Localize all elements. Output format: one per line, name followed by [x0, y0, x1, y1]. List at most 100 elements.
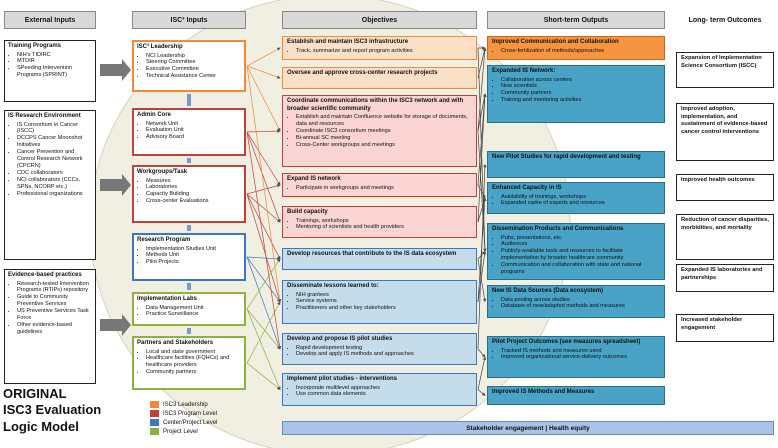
isc3-input-box-item: Local and state government — [146, 349, 241, 356]
output-box-title: Dissemination Products and Communication… — [492, 226, 624, 232]
objective-box-title: Oversee and approve cross-center researc… — [287, 70, 438, 76]
connector-arrow — [477, 93, 487, 132]
output-box-item: Expanded cadre of experts and resources — [501, 200, 660, 207]
objective-box-item: Cross-Center workgroups and meetings — [296, 142, 472, 149]
isc3-input-box-title: Admin Core — [137, 112, 172, 118]
objective-box-item: Develop and apply IS methods and approac… — [296, 351, 472, 358]
isc3-input-box: Workgroups/TaskMeasuresLaboratoriesCapac… — [132, 165, 246, 223]
caption-line-1: ORIGINAL — [3, 386, 67, 401]
external-input-box-list: Research-tested Intervention Programs (R… — [8, 281, 92, 337]
output-box-item: Collaboration across centers — [501, 77, 660, 84]
legend-label: Project Level — [163, 428, 198, 435]
output-box-item: Pubs, presentations, etc. — [501, 235, 660, 242]
external-input-box-item: Cancer Prevention and Control Research N… — [17, 149, 92, 170]
objective-box: Implement pilot studies - interventionsI… — [282, 373, 477, 406]
connector-arrow — [246, 256, 281, 303]
isc3-input-box: ISC³ LeadershipNCI LeadershipSteering Co… — [132, 40, 246, 92]
output-box-item: Improved organizational service-delivery… — [501, 354, 660, 361]
objective-box-item: Incorporate multilevel approaches — [296, 385, 472, 392]
legend-label: ISC3 Leadership — [163, 401, 208, 408]
legend-row: ISC3 Program Level — [150, 410, 270, 417]
objective-box-item: Coordinate ISC3 consortium meetings — [296, 128, 472, 135]
output-box-title: Expanded IS Network: — [492, 68, 556, 74]
connector-arrow — [246, 131, 282, 350]
output-box-item: Data pooling across studies — [501, 297, 660, 304]
connector-arrow — [246, 193, 281, 260]
output-box: Improved Communication and Collaboration… — [487, 36, 665, 60]
external-input-box: Training ProgramsNIH’s TIDIRCMTDIRSPeedi… — [4, 40, 96, 102]
connector-arrow — [246, 256, 281, 350]
isc3-input-box-title: Implementation Labs — [137, 296, 198, 302]
objective-box: Establish and maintain ISC3 infrastructu… — [282, 36, 477, 60]
external-input-box-title: Training Programs — [8, 43, 62, 49]
legend-label: Center/Project Level — [163, 419, 218, 426]
connector-arrow — [246, 131, 281, 186]
external-input-box-title: Evidence-based practices — [8, 272, 82, 278]
external-input-box-title: IS Research Environment — [8, 113, 81, 119]
isc3-input-box-list: Implementation Studies UnitMethods UnitP… — [137, 246, 241, 267]
external-input-box-item: Other evidence-based guidelines — [17, 322, 92, 336]
external-input-box-item: NIH’s TIDIRC — [17, 52, 92, 59]
isc3-input-box-title: Workgroups/Task — [137, 169, 188, 175]
connector-arrow — [477, 250, 486, 260]
connector-arrow — [246, 193, 281, 303]
connector-arrow — [246, 308, 281, 391]
outcome-box: Reduction of cancer disparities, morbidi… — [676, 214, 774, 260]
legend-row: Center/Project Level — [150, 419, 270, 426]
external-input-box-item: IS Consortium in Cancer (ISCC) — [17, 122, 92, 136]
legend-swatch — [150, 428, 159, 435]
output-box-list: Data pooling across studiesDatabase of n… — [492, 297, 660, 311]
objective-box-list: NIH granteesService systemsPractitioners… — [287, 292, 472, 313]
isc3-input-box-item: Methods Unit — [146, 252, 241, 259]
vertical-connector — [187, 94, 191, 106]
output-box-item: Availability of trainings, workshops — [501, 194, 660, 201]
objective-box-list: Track, summarize and report program acti… — [287, 48, 472, 55]
output-box-list: Tracked IS methods and measures usedImpr… — [492, 348, 660, 362]
output-box-title: New Pilot Studies for rapid development … — [492, 154, 641, 160]
output-box: New IS Data Sources (Data ecosystem) Data… — [487, 285, 665, 318]
connector-arrow — [477, 348, 486, 358]
objective-box-list: Trainings, workshopsMentoring of scienti… — [287, 218, 472, 232]
external-input-box-item: Guide to Community Preventive Services — [17, 294, 92, 308]
caption-line-3: Logic Model — [3, 418, 79, 434]
isc3-input-box: Implementation LabsData Management UnitP… — [132, 292, 246, 326]
output-box-item: Audiences — [501, 241, 660, 248]
connector-arrow — [246, 129, 281, 133]
output-box-list: Collaboration across centersNew scientis… — [492, 77, 660, 105]
output-box-list: Pubs, presentations, etc.AudiencesPublic… — [492, 235, 660, 277]
connector-arrow — [477, 47, 487, 253]
caption-line-2: ISC3 Evaluation — [3, 402, 102, 418]
legend-row: ISC3 Leadership — [150, 401, 270, 408]
output-box: Dissemination Products and Communication… — [487, 223, 665, 280]
external-input-box-list: NIH’s TIDIRCMTDIRSPeeding Intervention P… — [8, 52, 92, 80]
objective-box-title: Disseminate lessons learned to: — [287, 283, 379, 289]
objective-box-list: Rapid development testingDevelop and app… — [287, 345, 472, 359]
objective-box-title: Develop resources that contribute to the… — [287, 251, 457, 257]
header-isc3-inputs: ISC³ Inputs — [132, 11, 246, 29]
footer-banner: Stakeholder engagement | Health equity — [282, 421, 774, 435]
objective-box-title: Develop and propose IS pilot studies — [287, 336, 393, 342]
objective-box-item: Use common data elements — [296, 391, 472, 398]
isc3-input-box-item: Healthcare facilities (FQHCs) and health… — [146, 355, 241, 369]
isc3-input-box-item: Capacity Building — [146, 191, 241, 198]
external-input-box-item: US Preventive Services Task Force — [17, 308, 92, 322]
external-input-box-item: SPeeding Intervention Programs (SPRINT) — [17, 65, 92, 79]
legend-label: ISC3 Program Level — [163, 410, 218, 417]
vertical-connector — [187, 328, 191, 334]
legend-swatch — [150, 419, 159, 426]
connector-arrow — [477, 258, 487, 303]
output-box: Expanded IS Network: Collaboration across… — [487, 65, 665, 123]
isc3-input-box-title: Research Program — [137, 237, 191, 243]
isc3-input-box: Partners and StakeholdersLocal and state… — [132, 336, 246, 390]
connector-arrow — [477, 163, 487, 350]
output-box-item: New scientists — [501, 83, 660, 90]
objective-box-list: Participate in workgroups and meetings — [287, 185, 472, 192]
outcome-box: Improved health outcomes — [676, 174, 774, 201]
isc3-input-box-list: Network UnitEvaluation UnitAdvisory Boar… — [137, 121, 241, 142]
external-input-box-list: IS Consortium in Cancer (ISCC)DCCPS Canc… — [8, 122, 92, 199]
isc3-input-box-list: NCI LeadershipSteering CommitteeExecutiv… — [137, 53, 241, 81]
connector-arrow — [246, 131, 281, 223]
output-box-title: New IS Data Sources (Data ecosystem) — [492, 288, 604, 294]
isc3-input-box-title: Partners and Stakeholders — [137, 340, 214, 346]
objective-box: Disseminate lessons learned to: NIH grant… — [282, 280, 477, 324]
